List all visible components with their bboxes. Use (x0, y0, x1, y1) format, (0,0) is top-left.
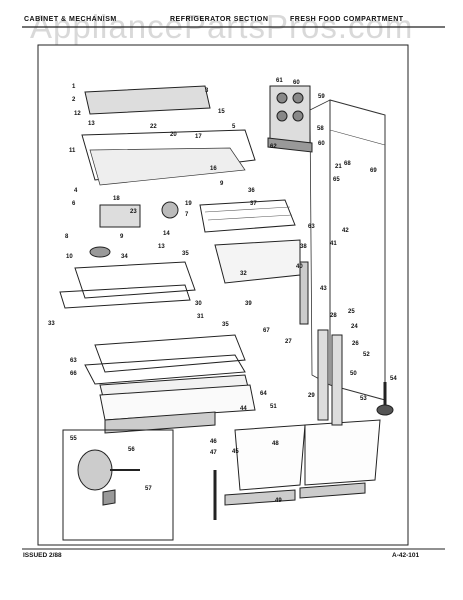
svg-text:58: 58 (317, 126, 324, 132)
svg-text:9: 9 (120, 234, 124, 240)
svg-text:44: 44 (240, 406, 247, 412)
svg-text:8: 8 (65, 234, 69, 240)
svg-text:12: 12 (74, 111, 81, 117)
svg-text:19: 19 (185, 201, 192, 207)
svg-text:11: 11 (69, 148, 76, 154)
svg-text:1: 1 (72, 84, 76, 90)
svg-text:13: 13 (158, 244, 165, 250)
svg-text:33: 33 (48, 321, 55, 327)
svg-text:38: 38 (300, 244, 307, 250)
svg-text:6: 6 (72, 201, 76, 207)
svg-text:62: 62 (270, 144, 277, 150)
svg-text:65: 65 (333, 177, 340, 183)
svg-text:41: 41 (330, 241, 337, 247)
svg-text:37: 37 (250, 201, 257, 207)
svg-text:5: 5 (232, 124, 236, 130)
svg-text:46: 46 (210, 439, 217, 445)
svg-text:60: 60 (318, 141, 325, 147)
svg-text:69: 69 (370, 168, 377, 174)
svg-text:31: 31 (197, 314, 204, 320)
svg-text:63: 63 (70, 358, 77, 364)
svg-text:40: 40 (296, 264, 303, 270)
svg-text:2: 2 (72, 97, 76, 103)
svg-text:25: 25 (348, 309, 355, 315)
svg-text:67: 67 (263, 328, 270, 334)
header-middle: REFRIGERATOR SECTION (170, 16, 269, 23)
svg-text:53: 53 (360, 396, 367, 402)
svg-text:66: 66 (70, 371, 77, 377)
svg-text:13: 13 (88, 121, 95, 127)
svg-text:20: 20 (170, 132, 177, 138)
svg-text:63: 63 (308, 224, 315, 230)
svg-text:30: 30 (195, 301, 202, 307)
svg-text:28: 28 (330, 313, 337, 319)
svg-text:50: 50 (350, 371, 357, 377)
svg-text:68: 68 (344, 161, 351, 167)
svg-text:9: 9 (220, 181, 224, 187)
svg-text:15: 15 (218, 109, 225, 115)
svg-text:21: 21 (335, 164, 342, 170)
svg-text:47: 47 (210, 450, 217, 456)
svg-text:4: 4 (74, 188, 78, 194)
svg-text:45: 45 (232, 449, 239, 455)
svg-text:55: 55 (70, 436, 77, 442)
header-left: CABINET & MECHANISM (24, 16, 117, 23)
svg-text:10: 10 (66, 254, 73, 260)
svg-text:35: 35 (222, 322, 229, 328)
svg-text:61: 61 (276, 78, 283, 84)
svg-text:56: 56 (128, 447, 135, 453)
svg-text:14: 14 (163, 231, 170, 237)
svg-text:16: 16 (210, 166, 217, 172)
issued-date: ISSUED 2/88 (23, 552, 62, 559)
svg-text:39: 39 (245, 301, 252, 307)
svg-text:29: 29 (308, 393, 315, 399)
svg-text:51: 51 (270, 404, 277, 410)
svg-text:48: 48 (272, 441, 279, 447)
svg-text:27: 27 (285, 339, 292, 345)
svg-text:18: 18 (113, 196, 120, 202)
svg-text:43: 43 (320, 286, 327, 292)
svg-text:34: 34 (121, 254, 128, 260)
svg-text:26: 26 (352, 341, 359, 347)
svg-text:17: 17 (195, 134, 202, 140)
svg-text:23: 23 (130, 209, 137, 215)
svg-text:60: 60 (293, 80, 300, 86)
svg-text:32: 32 (240, 271, 247, 277)
svg-text:22: 22 (150, 124, 157, 130)
svg-text:42: 42 (342, 228, 349, 234)
svg-text:7: 7 (185, 212, 189, 218)
svg-text:52: 52 (363, 352, 370, 358)
svg-text:49: 49 (275, 498, 282, 504)
svg-text:54: 54 (390, 376, 397, 382)
header-right: FRESH FOOD COMPARTMENT (290, 16, 404, 23)
svg-text:24: 24 (351, 324, 358, 330)
diagram-part-number: A-42-101 (392, 552, 420, 559)
svg-text:59: 59 (318, 94, 325, 100)
svg-text:57: 57 (145, 486, 152, 492)
svg-text:64: 64 (260, 391, 267, 397)
svg-text:36: 36 (248, 188, 255, 194)
svg-text:35: 35 (182, 251, 189, 257)
svg-text:3: 3 (205, 88, 209, 94)
